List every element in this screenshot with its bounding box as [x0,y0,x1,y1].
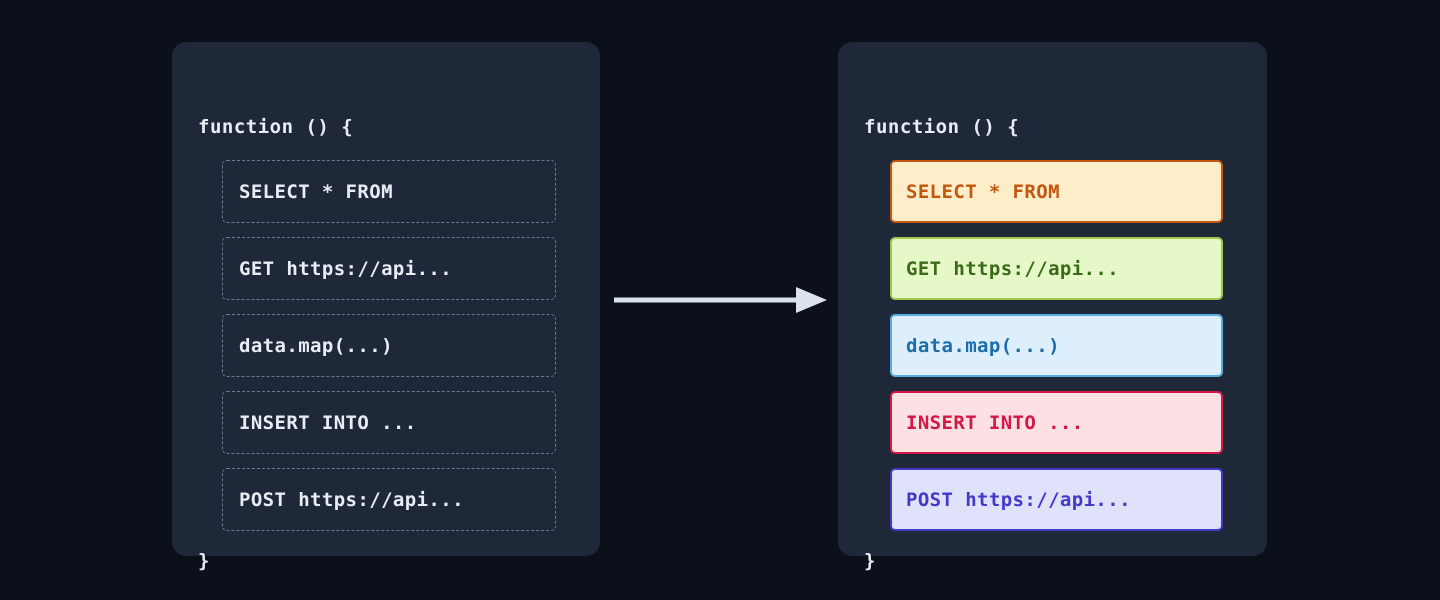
after-panel: function () { SELECT * FROM GET https://… [838,42,1267,572]
list-item[interactable]: INSERT INTO ... [222,391,556,454]
list-item[interactable]: GET https://api... [222,237,556,300]
statement-text: INSERT INTO ... [906,411,1084,434]
statement-text: GET https://api... [239,257,453,280]
statement-text: POST https://api... [239,488,464,511]
before-panel: function () { SELECT * FROM GET https://… [172,42,600,572]
before-function-close: } [198,550,210,572]
statement-text: GET https://api... [906,257,1120,280]
before-statement-list: SELECT * FROM GET https://api... data.ma… [222,160,556,531]
list-item-highlight[interactable]: POST https://api... [890,468,1223,531]
statement-text: data.map(...) [906,334,1060,357]
statement-text: SELECT * FROM [906,180,1060,203]
list-item[interactable]: POST https://api... [222,468,556,531]
statement-text: SELECT * FROM [239,180,393,203]
list-item-highlight[interactable]: data.map(...) [890,314,1223,377]
list-item-highlight[interactable]: SELECT * FROM [890,160,1223,223]
list-item[interactable]: data.map(...) [222,314,556,377]
after-statement-list: SELECT * FROM GET https://api... data.ma… [890,160,1223,531]
arrow-right-icon [612,284,828,316]
after-function-close: } [864,550,876,572]
statement-text: INSERT INTO ... [239,411,417,434]
statement-text: POST https://api... [906,488,1131,511]
list-item-highlight[interactable]: GET https://api... [890,237,1223,300]
before-function-open: function () { [198,116,354,138]
list-item-highlight[interactable]: INSERT INTO ... [890,391,1223,454]
list-item[interactable]: SELECT * FROM [222,160,556,223]
after-function-open: function () { [864,116,1020,138]
statement-text: data.map(...) [239,334,393,357]
